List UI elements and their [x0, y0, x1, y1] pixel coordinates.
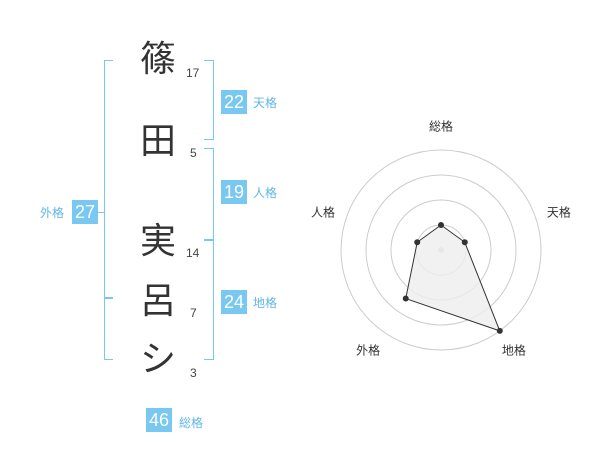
name-char-1: 篠	[139, 39, 176, 80]
name-char-4: 呂	[139, 281, 176, 322]
soukaku-badge: 46	[146, 408, 172, 432]
radar-point-3	[496, 327, 503, 334]
radar-ring	[365, 174, 517, 326]
gaikaku-label: 外格	[40, 206, 65, 220]
jinkaku-bracket	[204, 148, 214, 240]
stroke-count-3: 14	[186, 246, 200, 260]
name-char-3: 実	[139, 221, 176, 262]
radar-point-1	[438, 222, 444, 228]
jinkaku-badge: 19	[221, 180, 247, 204]
radar-points	[402, 222, 503, 334]
name-char-5: シ	[139, 339, 176, 380]
radar-axis-label-1: 総格	[428, 119, 454, 134]
gaikaku-bracket-bottom	[104, 298, 113, 360]
stroke-count-5: 3	[190, 366, 197, 380]
radar-point-5	[414, 239, 421, 246]
gaikaku-bracket-top	[104, 60, 113, 298]
radar-axis-label-5: 人格	[311, 205, 336, 220]
chikaku-bracket	[204, 240, 214, 360]
name-char-2: 田	[139, 121, 176, 162]
stroke-count-2: 5	[190, 146, 197, 160]
radar-point-2	[461, 239, 468, 246]
radar-area	[405, 224, 501, 332]
radar-point-4	[402, 295, 409, 302]
tenkaku-label: 天格	[253, 96, 278, 110]
gaikaku-connector	[98, 212, 104, 213]
soukaku-label: 総格	[179, 416, 204, 430]
tenkaku-bracket	[204, 60, 214, 140]
tenkaku-badge: 22	[221, 90, 247, 114]
radar-axis-label-2: 天格	[546, 205, 571, 220]
radar-axis-label-3: 地格	[501, 343, 526, 358]
stroke-count-1: 17	[186, 66, 200, 80]
chikaku-badge: 24	[221, 290, 247, 314]
jinkaku-label: 人格	[253, 186, 278, 200]
radar-axis-label-4: 外格	[356, 343, 381, 358]
gaikaku-badge: 27	[72, 200, 98, 224]
stroke-count-4: 7	[190, 306, 197, 320]
chikaku-label: 地格	[253, 296, 278, 310]
radar-ring	[340, 149, 542, 351]
